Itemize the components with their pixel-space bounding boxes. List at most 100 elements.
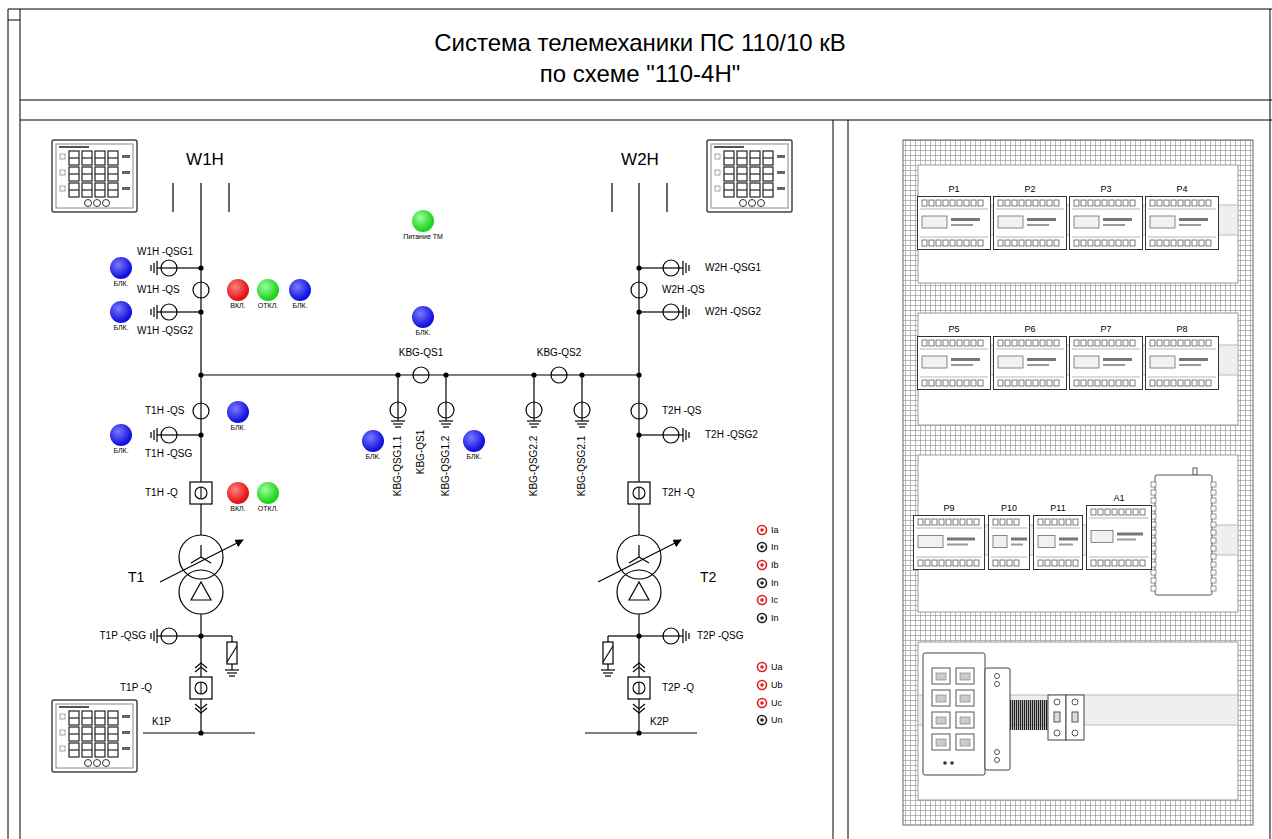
earthing-switch-symbol — [151, 427, 201, 443]
ground-mark — [577, 423, 587, 424]
module-edge — [920, 377, 988, 378]
controller-terminal — [1211, 490, 1216, 495]
indicator-lamp: Питание ТМ — [412, 210, 434, 232]
winding-ground — [179, 570, 223, 614]
tap-changer-arrow — [598, 540, 681, 582]
io-module: P6 — [993, 336, 1067, 390]
module-detail — [994, 337, 1066, 389]
port-socket — [936, 695, 946, 702]
module-terminal — [1045, 560, 1050, 566]
module-marking — [947, 544, 968, 546]
cabinet-frame — [903, 140, 1253, 825]
module-terminal — [1199, 240, 1204, 246]
module-terminal — [953, 560, 958, 566]
meter-unit — [122, 155, 130, 158]
module-terminal — [1150, 240, 1155, 246]
module-terminal — [946, 560, 951, 566]
module-terminal — [1192, 240, 1197, 246]
surge-arrester-symbol — [601, 636, 639, 676]
module-terminal — [1033, 200, 1038, 206]
module-detail — [1146, 337, 1218, 389]
module-display — [1074, 216, 1099, 228]
module-terminal — [1007, 560, 1012, 566]
delta-symbol — [191, 582, 211, 600]
module-terminal — [1116, 380, 1121, 386]
indicator-lamp: ВКЛ. — [227, 482, 249, 504]
switch-blade — [161, 434, 177, 435]
module-terminal — [1178, 380, 1183, 386]
plug-contact — [195, 704, 207, 709]
module-detail — [1034, 516, 1082, 569]
controller-terminal — [1211, 514, 1216, 519]
junction-dot — [531, 372, 536, 377]
meter-bezel — [56, 144, 133, 208]
terminal-block — [1030, 700, 1031, 730]
module-detail — [1070, 337, 1142, 389]
digit-segment — [108, 749, 118, 750]
module-terminal — [1074, 240, 1079, 246]
module-designation: A1 — [1113, 493, 1124, 503]
module-terminal — [1054, 340, 1059, 346]
switch-blade — [663, 434, 679, 435]
frame-line — [8, 9, 9, 839]
equipment-label: K2P — [650, 716, 669, 728]
digit-segment — [69, 717, 79, 718]
digit-segment — [763, 167, 773, 181]
module-terminal — [1040, 240, 1045, 246]
module-terminal — [943, 200, 948, 206]
circuit-breaker-symbol — [628, 663, 650, 713]
ground-mark — [688, 633, 689, 639]
meter-unit — [777, 155, 785, 158]
io-module: P10 — [988, 515, 1030, 570]
wire — [231, 636, 232, 642]
module-terminal — [1102, 240, 1107, 246]
controller-terminal — [1151, 482, 1156, 487]
module-terminal — [1012, 340, 1017, 346]
module-terminal — [1095, 380, 1100, 386]
module-terminal — [1116, 200, 1121, 206]
wire — [397, 375, 398, 402]
controller-terminal — [1211, 522, 1216, 527]
breaker-toggle — [1072, 712, 1078, 722]
module-terminal — [1171, 380, 1176, 386]
meter-tag — [60, 170, 65, 175]
ground-mark — [229, 675, 235, 676]
lamp-caption: БЛК. — [113, 280, 128, 287]
lamp-caption: ВКЛ. — [230, 302, 245, 309]
module-terminal — [1052, 560, 1057, 566]
module-terminal — [1150, 340, 1155, 346]
equipment-label: T1H -QSG — [145, 448, 192, 460]
digit-segment — [750, 189, 760, 190]
breaker-contact — [200, 682, 201, 694]
module-terminal — [974, 519, 979, 525]
terminal-ring — [758, 579, 767, 588]
ground-mark — [529, 423, 539, 424]
module-marking — [947, 538, 975, 541]
wire — [157, 635, 161, 636]
module-marking — [1103, 364, 1125, 366]
module-edge — [996, 209, 1064, 210]
equipment-label: T2P -Q — [662, 682, 694, 694]
ethernet-port — [932, 734, 950, 750]
lamp-caption: БЛК. — [113, 447, 128, 454]
module-terminal — [1054, 200, 1059, 206]
meter-tag — [60, 186, 65, 191]
plug-contact — [195, 708, 207, 713]
module-terminal — [971, 200, 976, 206]
port-socket — [960, 717, 970, 724]
module-terminal — [1000, 519, 1005, 525]
ground-mark — [575, 420, 589, 421]
module-terminal — [1199, 380, 1204, 386]
earthing-switch-symbol — [639, 260, 689, 276]
digit-segment — [724, 157, 734, 158]
module-marking — [1027, 358, 1056, 361]
indicator-lamp: БЛК. — [362, 430, 384, 452]
module-terminal — [1026, 380, 1031, 386]
ground-mark — [682, 428, 683, 442]
digit-segment — [763, 189, 773, 190]
module-terminal — [932, 519, 937, 525]
module-terminal — [1033, 240, 1038, 246]
controller-terminal — [1211, 586, 1216, 591]
disconnector-blade — [638, 403, 639, 419]
